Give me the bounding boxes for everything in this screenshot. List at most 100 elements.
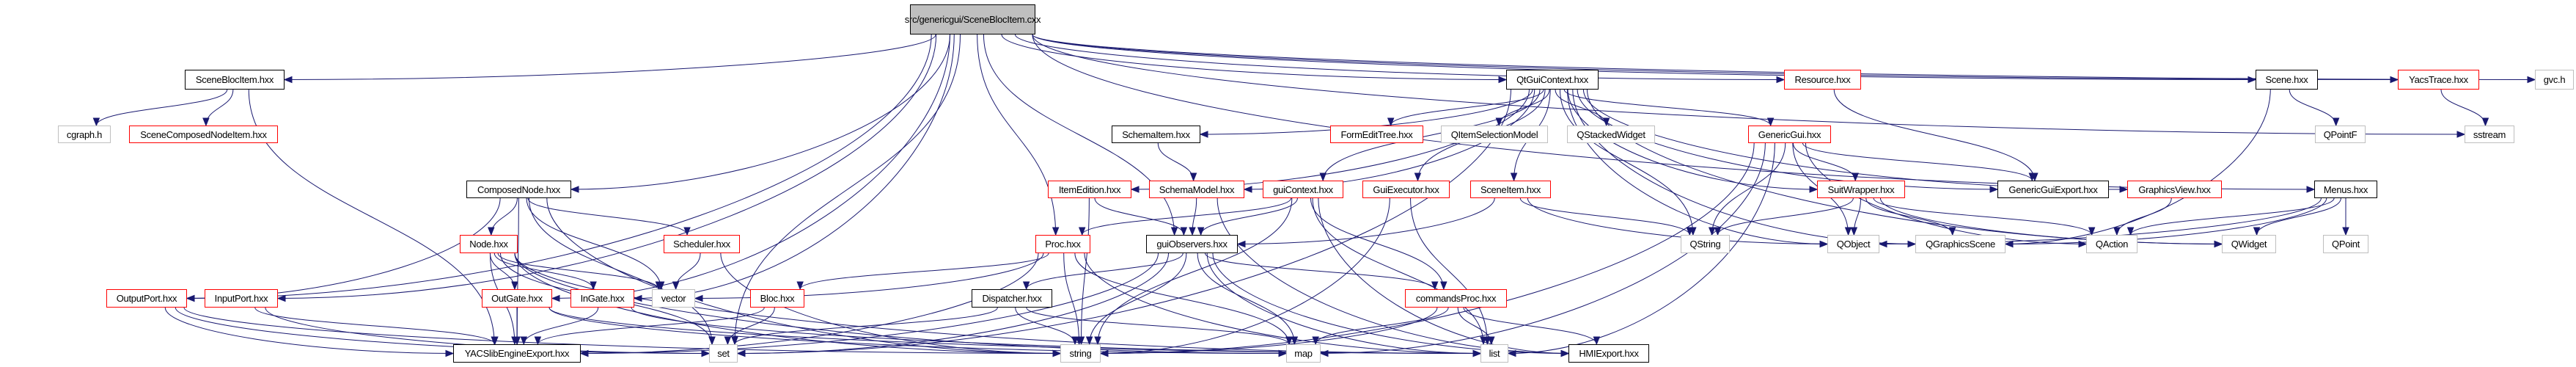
node-qtguicontext[interactable]: QtGuiContext.hxx xyxy=(1506,70,1599,90)
node-yacsexport[interactable]: YACSlibEngineExport.hxx xyxy=(453,344,581,363)
arrowhead-icon xyxy=(92,117,100,127)
arrowhead-icon xyxy=(202,117,210,127)
edge-proc-to-map xyxy=(1074,252,1290,345)
node-label: ComposedNode.hxx xyxy=(477,184,560,195)
arrowhead-icon xyxy=(708,336,716,346)
node-label: SuitWrapper.hxx xyxy=(1827,184,1895,195)
arrowhead-icon xyxy=(1387,117,1395,127)
edge-inputport-to-set xyxy=(265,307,710,354)
node-outputport[interactable]: OutputPort.hxx xyxy=(106,289,187,308)
node-resource[interactable]: Resource.hxx xyxy=(1784,70,1861,90)
arrowhead-icon xyxy=(2088,227,2096,236)
node-ingate[interactable]: InGate.hxx xyxy=(570,289,634,308)
node-label: Scheduler.hxx xyxy=(673,239,730,250)
node-graphicsview[interactable]: GraphicsView.hxx xyxy=(2127,181,2222,198)
edge-ingate-to-yacsexport xyxy=(523,307,599,345)
edge-menus-to-qaction xyxy=(2130,197,2335,236)
node-itemedition[interactable]: ItemEdition.hxx xyxy=(1048,181,1131,198)
arrowhead-icon xyxy=(2119,186,2129,193)
node-label: FormEditTree.hxx xyxy=(1340,128,1413,140)
node-genericguiexport[interactable]: GenericGuiExport.hxx xyxy=(1997,181,2109,198)
edge-qtguicontext-to-genericguiexport xyxy=(1577,89,1998,190)
node-guiexecutor[interactable]: GuiExecutor.hxx xyxy=(1362,181,1450,198)
node-scenecomposednodeitem[interactable]: SceneComposedNodeItem.hxx xyxy=(129,126,278,143)
node-sceneitem[interactable]: SceneItem.hxx xyxy=(1470,181,1551,198)
edge-guicontext-to-hmiexport xyxy=(1318,197,1569,354)
node-commandsproc[interactable]: commandsProc.hxx xyxy=(1405,289,1507,308)
arrowhead-icon xyxy=(694,294,703,302)
edge-proc-to-bloc xyxy=(799,252,1049,290)
node-qwidget: QWidget xyxy=(2222,235,2276,253)
edge-outgate-to-map xyxy=(548,307,1287,354)
node-composednode[interactable]: ComposedNode.hxx xyxy=(466,181,571,198)
node-label: guiObservers.hxx xyxy=(1156,239,1228,250)
edge-graphicsview-to-qaction xyxy=(2116,197,2172,236)
node-outgate[interactable]: OutGate.hxx xyxy=(482,289,552,308)
edge-composednode-to-set xyxy=(528,197,713,345)
arrowhead-icon xyxy=(2456,131,2466,138)
edge-root-to-sstream xyxy=(1032,34,2465,135)
node-scheduler[interactable]: Scheduler.hxx xyxy=(664,235,740,253)
edge-sceneitem-to-qobject xyxy=(1527,197,1828,244)
node-schemamodel[interactable]: SchemaModel.hxx xyxy=(1149,181,1244,198)
node-hmiexport[interactable]: HMIExport.hxx xyxy=(1568,344,1649,363)
edge-outputport-to-set xyxy=(175,307,710,354)
node-schemaitem[interactable]: SchemaItem.hxx xyxy=(1112,126,1200,143)
arrowhead-icon xyxy=(590,281,597,291)
node-label: QString xyxy=(1689,239,1721,250)
arrowhead-icon xyxy=(1199,131,1208,138)
node-label: src/genericgui/SceneBlocItem.cxx xyxy=(904,14,1041,25)
edge-outputport-to-string xyxy=(183,307,1061,354)
node-formedittree[interactable]: FormEditTree.hxx xyxy=(1330,126,1423,143)
node-map: map xyxy=(1286,344,1321,363)
arrowhead-icon xyxy=(2306,186,2316,193)
arrowhead-icon xyxy=(1498,76,1508,84)
node-cgraph: cgraph.h xyxy=(58,126,111,143)
arrowhead-icon xyxy=(1495,117,1503,127)
node-label: OutputPort.hxx xyxy=(116,293,177,304)
node-proc[interactable]: Proc.hxx xyxy=(1035,235,1090,253)
edge-guiobservers-to-commandsproc xyxy=(1205,252,1436,290)
edge-guicontext-to-proc xyxy=(1082,197,1292,236)
node-scene[interactable]: Scene.hxx xyxy=(2256,70,2318,90)
edge-sceneblocitem-to-cgraph xyxy=(95,89,228,126)
node-node[interactable]: Node.hxx xyxy=(460,235,518,253)
node-genericgui[interactable]: GenericGui.hxx xyxy=(1748,126,1831,143)
node-label: Scene.hxx xyxy=(2265,74,2308,85)
node-inputport[interactable]: InputPort.hxx xyxy=(205,289,278,308)
edge-guicontext-to-guiobservers xyxy=(1200,197,1298,236)
arrowhead-icon xyxy=(1989,186,1999,193)
arrowhead-icon xyxy=(1243,186,1252,193)
arrowhead-icon xyxy=(1319,349,1329,357)
edge-sceneblocitem-to-scenecomposednodeitem xyxy=(205,89,234,126)
node-guiobservers[interactable]: guiObservers.hxx xyxy=(1146,235,1238,253)
node-menus[interactable]: Menus.hxx xyxy=(2314,181,2377,198)
edge-root-to-proc xyxy=(977,34,1057,236)
edge-commandsproc-to-string xyxy=(1100,307,1438,354)
node-suitwrapper[interactable]: SuitWrapper.hxx xyxy=(1817,181,1905,198)
arrowhead-icon xyxy=(1197,227,1205,236)
node-label: QAction xyxy=(2095,239,2129,250)
edge-itemedition-to-guiobservers xyxy=(1094,197,1184,236)
node-label: SchemaItem.hxx xyxy=(1122,128,1190,140)
arrowhead-icon xyxy=(724,336,732,346)
node-sceneblocitem[interactable]: SceneBlocItem.hxx xyxy=(185,70,285,90)
arrowhead-icon xyxy=(1714,227,1722,236)
arrowhead-icon xyxy=(186,294,195,302)
edge-root-to-yacstrace xyxy=(1032,34,2399,80)
node-bloc[interactable]: Bloc.hxx xyxy=(750,289,804,308)
node-label: Menus.hxx xyxy=(2323,184,2368,195)
edge-proc-to-string xyxy=(1063,252,1080,345)
arrowhead-icon xyxy=(1414,172,1422,182)
edge-schemaitem-to-schemamodel xyxy=(1157,142,1195,181)
node-label: Resource.hxx xyxy=(1794,74,1851,85)
node-dispatcher[interactable]: Dispatcher.hxx xyxy=(972,289,1052,308)
edge-suitwrapper-to-qwidget xyxy=(1879,197,2223,244)
arrowhead-icon xyxy=(1488,336,1495,346)
node-guicontext[interactable]: guiContext.hxx xyxy=(1263,181,1343,198)
node-yacstrace[interactable]: YacsTrace.hxx xyxy=(2398,70,2479,90)
arrowhead-icon xyxy=(1844,227,1852,236)
node-label: map xyxy=(1294,348,1313,359)
edge-root-to-composednode xyxy=(570,34,951,190)
node-label: InputPort.hxx xyxy=(214,293,268,304)
